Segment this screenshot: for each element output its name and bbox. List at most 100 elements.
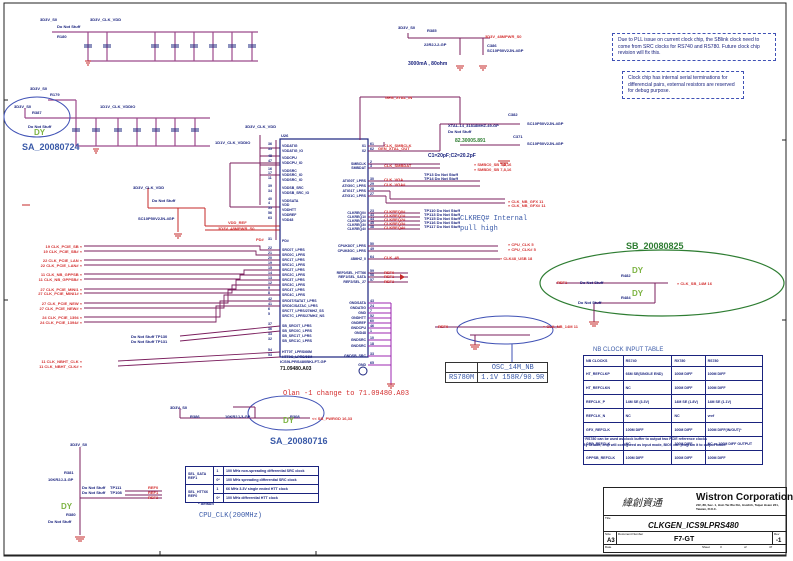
tp130-ref: TP130 [155,334,168,339]
xtal-freq: 82.30005.891 [455,138,486,144]
left-net-label: 27 CLK_PCIE_NEW# « [39,306,82,311]
clk-nb-14m-page: 11 [573,324,578,329]
ic-pin-name: REF0/SEL_HTT66 [336,271,366,275]
nb-table-cell: 100M DIFF [671,366,706,381]
ic-pin-name: VDDSB_SRC_IO [282,191,310,195]
nb-table-cell: 100M DIFF(IN/OUT)* [704,422,764,437]
r484-label: R484 [621,295,631,300]
test-point-label[interactable]: TP14 Do Not Stuff [424,176,458,181]
ic-pin-number: 32 [268,337,272,341]
nb-table-cell: 14M SE (3.3V) [622,394,673,409]
r385-label: R385 [427,28,437,33]
tp108-ref: TP108 [110,490,122,495]
test-point-label[interactable]: TP113 Do Not Stuff [424,212,461,217]
ic-pin-number: 14 [268,271,272,275]
r180-dns: Do Not Stuff [57,24,81,29]
r387-dns: Do Not Stuff [28,124,52,129]
cap-value-vddref: SC10P50V2JN-4GP [138,216,175,221]
left-net-label: 22 CLK_PCIE_LAN « [42,258,82,263]
tp131-label: Do Not Stuff TP131 [131,339,167,344]
sheet-title: CLKGEN_ICS9LPRS480 [648,521,739,530]
ref1-strap: REF1 [148,490,159,495]
ic-pin-name: VDDSATA [282,199,299,203]
left-net-label: 11 CLK_NB_GPPSB « [40,272,82,277]
right-net-label: CLK_SMBDAT [384,163,412,168]
sb-pwrgd-net: << SB_PWRGD 16,33 [312,416,353,421]
r380-dns: Do Not Stuff [48,519,72,524]
sel-sata-desc0: 100 MHz spreading differential SRC clock [222,475,320,485]
ic-pin-number: 41 [268,302,272,306]
ic-pin-name: GNDSRC [350,338,366,342]
test-point-label[interactable]: TP117 Do Not Stuff [424,224,461,229]
osc-row-value: 1.1V 158R/90.9R [477,372,549,383]
nb-table-header-cell: NB CLOCKS [583,355,624,367]
vdd-ref-net: VDD_REF [228,220,247,225]
right-net-label: CLK_SMBCLK [384,143,412,148]
nb-table-cell: REFCLK_N [583,408,624,423]
ic-pin-number: 39 [268,184,272,188]
ic-pin-number: 21 [268,251,272,255]
ic-pin-name: GNDATIG [350,306,366,310]
tp130-state: Do Not Stuff [131,334,155,339]
c371-value: SC10P50V2JN-4GP [527,141,564,146]
ic-pin-number: 43 [370,213,374,217]
3d3v-48mpwr-net-ic: 3D3V_48MPWR_S0 [218,226,255,231]
ic-pin-number: 33 [268,332,272,336]
ic-pin-name: X2 [361,149,366,153]
ref-net-label: REF0 [384,270,395,275]
net-wire [117,356,281,367]
tb-divider-2 [604,531,786,532]
left-net-label: 11 CLK_NB_GPPSB# « [38,277,82,282]
ic-pin-name: SRC0T_LPRS [282,248,305,252]
company-address: 21F, 88, Sec. 1, Hsin Tai Wu Rd., Hsichi… [696,503,779,511]
rail-3d3v-s0-sa: 3D3V_S0 [30,86,48,91]
company-logo-cn: 緯創資通 [622,498,662,509]
sheet-num: 3 [720,545,722,549]
ic-pin-name: GND [358,311,366,315]
ic-pin-number: 3 [370,164,372,168]
r381-label: R381 [64,470,74,475]
left-net-label: 24 CLK_PCIE_1394 « [42,315,82,320]
ic-pin-name: VDDCPU_IO [282,161,303,165]
xtal-cap-note: C1=20pF;C2=20.2pF [428,153,476,159]
ic-pin-number: 64 [370,255,374,259]
left-net-label: 11 CLK_NBHT_CLK « [41,359,82,364]
ic-pin-number: 23 [370,209,374,213]
ic-pin-number: 8 [268,291,270,295]
ic-pin-name: ATIG1T_LPRS [342,189,366,193]
dy-marker-r482: DY [632,266,644,275]
ic-pin-name: REF2/SEL_27 [343,280,366,284]
test-point-label[interactable]: TP110 Do Not Stuff [424,208,461,213]
rail-3d3v-s0-strap: 3D3V_S0 [70,442,88,447]
sel-sata-val1: 1 [213,466,224,476]
tb-divider-5 [604,544,786,545]
rail-3d3v-clk-vdd-top: 3D3V_CLK_VDD [90,17,122,22]
sel-htt66-name: SEL_HTT66 [188,489,208,494]
ic-pin-name: CLKREQ1# [347,215,366,219]
company-name: Wistron Corporation [696,492,793,503]
ic-pin-number: 27 [370,192,374,196]
nb-footnote-1: * RS780 can be used as clock buffer to o… [583,437,708,441]
ic-pin-name: VDDCPU [282,156,297,160]
test-point-label[interactable]: TP116 Do Not Stuff [424,220,461,225]
ic-pin-number: 16 [268,167,272,171]
rail-3d3v-s0-r387: 3D3V_S0 [14,104,32,109]
right-net-label: » SMBD0_SB 7,8,16 [474,167,512,172]
test-point-label[interactable]: TP13 Do Not Stuff [424,172,458,177]
ic-pin-number: 30 [370,177,374,181]
sa-20080724-label: SA_20080724 [22,142,80,152]
ic-pin-name: SRC7C_LPRS/27MHZ_NS [282,314,325,318]
ic-pin-number: 56 [268,211,272,215]
right-net-label: » CLK_NB_GFX 11 [508,199,544,204]
test-point-label[interactable]: TP115 Do Not Stuff [424,216,461,221]
ic-pin-name: CLKREQ3# [347,223,366,227]
ic-pin-name: SRC2C_LPRS [282,273,306,277]
ic-pin-name: SRC1T_LPRS [282,258,305,262]
ic-pin-number: 15 [268,266,272,270]
ic-pin-number: 13 [268,276,272,280]
ic-pin-number: 18 [370,342,374,346]
